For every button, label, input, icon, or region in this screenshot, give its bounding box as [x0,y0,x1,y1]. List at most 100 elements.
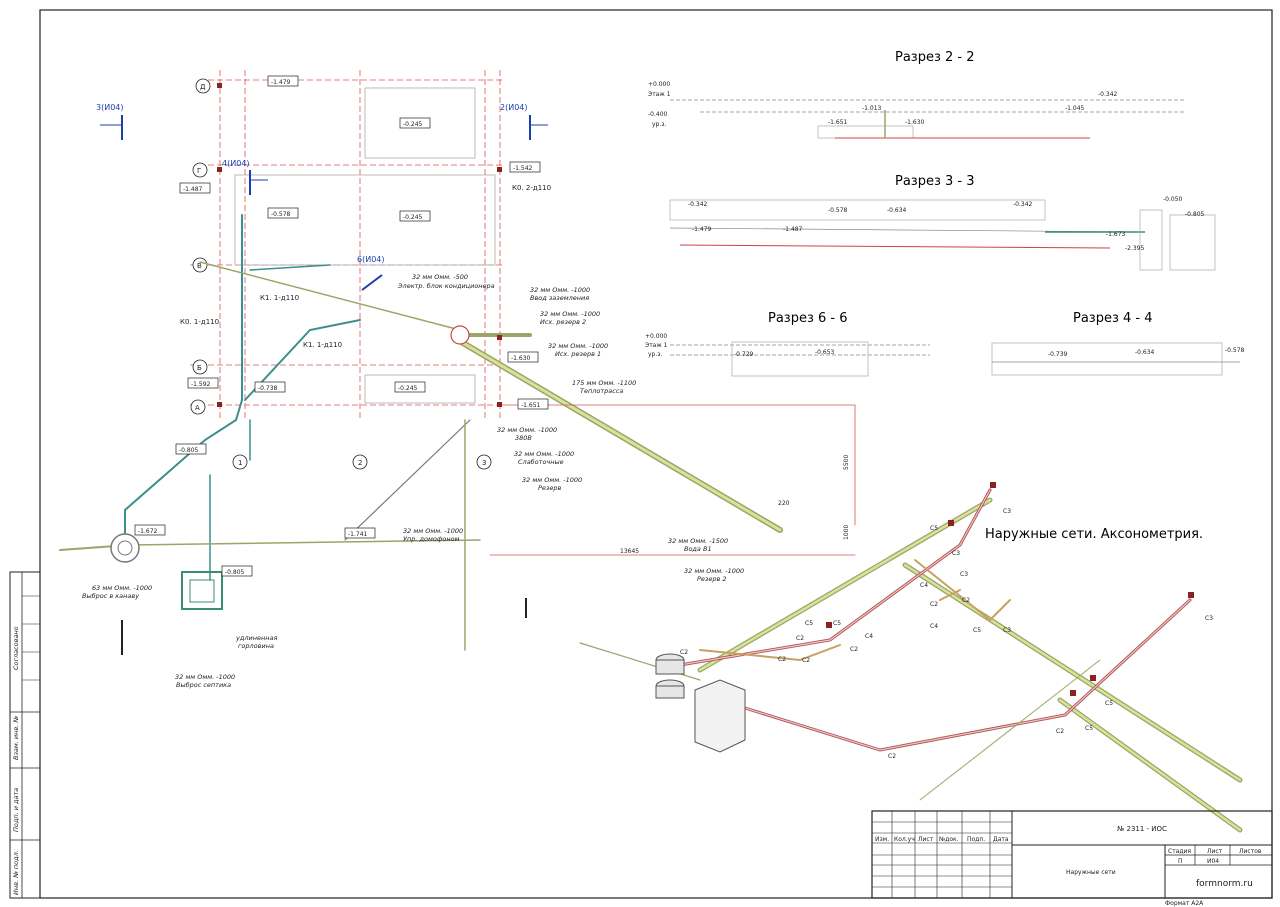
svg-text:С3: С3 [960,571,968,578]
svg-text:С2: С2 [680,649,688,656]
axis-3: 3 [482,459,486,467]
tb-h-doc: №док. [939,836,959,843]
elev-7: -1.630 [511,355,531,362]
elev-2: -0.245 [403,121,423,128]
title-block: Изм. Кол.уч Лист №док. Подп. Дата № 2311… [871,810,1273,907]
lbl-dom: 32 мм Омм. -1000 [403,527,463,535]
svg-text:С2: С2 [930,601,938,608]
elev-13: -1.672 [138,528,158,535]
svg-text:С2: С2 [796,635,804,642]
section-4-4: Разрез 4 - 4 -0.739 -0.634 -0.578 [991,311,1245,376]
plan-view: Д Г В Б А 1 2 3 3(И04) 2(И04) 4(И04) 6(И… [59,70,856,689]
lbl-res2b: Исх. резерв 2 [540,318,586,326]
tb-format: Формат А2А [1165,900,1204,907]
tb-code: № 2311 - ИОС [1117,825,1167,833]
title-axon: Наружные сети. Аксонометрия. [985,527,1203,542]
svg-text:С4: С4 [865,633,873,640]
section-2-2: Разрез 2 - 2 +0.000 Этаж 1 -0.400 ур.з. … [648,50,1185,139]
svg-text:С2: С2 [1056,728,1064,735]
svg-text:С2: С2 [850,646,858,653]
svg-text:С5: С5 [973,627,981,634]
lbl-380: 32 мм Омм. -1000 [497,426,557,434]
lbl-water2: Вода В1 [684,545,712,553]
svg-text:-0.653: -0.653 [815,349,835,356]
svg-text:ур.з.: ур.з. [648,351,662,358]
lbl-ditch2: Выброс в канаву [82,592,139,600]
title-s22: Разрез 2 - 2 [895,50,975,65]
tb-sheet: И04 [1207,858,1219,865]
svg-text:-0.578: -0.578 [1225,347,1245,354]
svg-text:-0.050: -0.050 [1163,196,1183,203]
dim-5500: 5500 [843,455,850,470]
axis-B: Б [197,364,202,372]
section-mark-4: 4(И04) [222,159,250,168]
svg-text:-1.479: -1.479 [692,226,712,233]
tb-company: formnorm.ru [1196,879,1253,889]
axis-V: В [197,262,202,270]
sidebar-stamp: Согласовано Взам. инв. № Подп. и дата Ин… [9,571,41,899]
tb-stage-h: Стадия [1168,848,1191,855]
manhole-icon [450,325,470,345]
svg-text:С2: С2 [802,657,810,664]
svg-text:+0.000: +0.000 [648,81,670,88]
stamp-sign: Подп. и дата [12,788,20,832]
elev-15: -0.805 [225,569,245,576]
lbl-dom2: Упр. домофоном [403,535,460,543]
section-mark-2: 2(И04) [500,103,528,112]
elev-11: -1.651 [521,402,541,409]
elev-8: -1.592 [191,381,211,388]
elev-12: -0.805 [179,447,199,454]
lbl-heat2: Теплотрасса [580,387,623,395]
elev-1: -1.479 [271,79,291,86]
svg-text:-1.013: -1.013 [862,105,882,112]
elev-10: -0.245 [398,385,418,392]
svg-text:-0.342: -0.342 [1013,201,1033,208]
elev-6: -0.245 [403,214,423,221]
stamp-agreed: Согласовано [12,626,20,670]
lbl-water: 32 мм Омм. -1500 [668,537,728,545]
section-3-3: Разрез 3 - 3 -0.342 -0.578 -0.634 -0.342… [669,174,1216,271]
svg-text:-1.651: -1.651 [828,119,848,126]
dim-13645: 13645 [620,548,639,555]
tb-h-kol: Кол.уч [894,836,915,843]
axis-1: 1 [238,459,242,467]
lbl-weak: 32 мм Омм. -1000 [514,450,574,458]
lbl-sep2: Выброс септика [176,681,231,689]
svg-text:-1.630: -1.630 [905,119,925,126]
section-mark-3: 3(И04) [96,103,124,112]
section-6-6: Разрез 6 - 6 +0.000 Этаж 1 ур.з. -0.729 … [645,311,930,377]
svg-text:-0.400: -0.400 [648,111,668,118]
lbl-grnd: 32 мм Омм. -1000 [530,286,590,294]
section-mark-6: 6(И04) [357,255,385,264]
svg-text:-0.634: -0.634 [1135,349,1155,356]
lbl-heat: 175 мм Омм. -1100 [572,379,636,387]
lbl-rez: 32 мм Омм. -1000 [522,476,582,484]
svg-text:Этаж 1: Этаж 1 [648,91,671,98]
axis-A: А [195,404,200,412]
stamp-inv: Взам. инв. № [12,716,20,760]
sheet-frame [39,9,1273,899]
pipe-k11b: К1. 1-д110 [303,341,342,349]
lbl-res2: 32 мм Омм. -1000 [540,310,600,318]
lbl-neck2: горловина [238,642,274,650]
svg-text:С3: С3 [952,550,960,557]
axis-2: 2 [358,459,362,467]
svg-text:С5: С5 [805,620,813,627]
lbl-rez2: Резерв [538,484,562,492]
well-icon [110,533,140,563]
tb-h-izm: Изм. [875,836,889,843]
svg-text:-0.634: -0.634 [887,207,907,214]
lbl-ditch: 63 мм Омм. -1000 [92,584,152,592]
svg-text:-0.342: -0.342 [1098,91,1118,98]
pipe-k02: К0. 2-д110 [512,184,551,192]
svg-text:ур.з.: ур.з. [652,121,666,128]
svg-text:С5: С5 [1105,700,1113,707]
svg-text:С5: С5 [833,620,841,627]
svg-text:-2.395: -2.395 [1125,245,1145,252]
elev-14: -1.741 [348,531,368,538]
title-s44: Разрез 4 - 4 [1073,311,1153,326]
axis-D: Д [200,83,206,91]
svg-text:+0.000: +0.000 [645,333,667,340]
tb-h-list: Лист [918,836,934,843]
